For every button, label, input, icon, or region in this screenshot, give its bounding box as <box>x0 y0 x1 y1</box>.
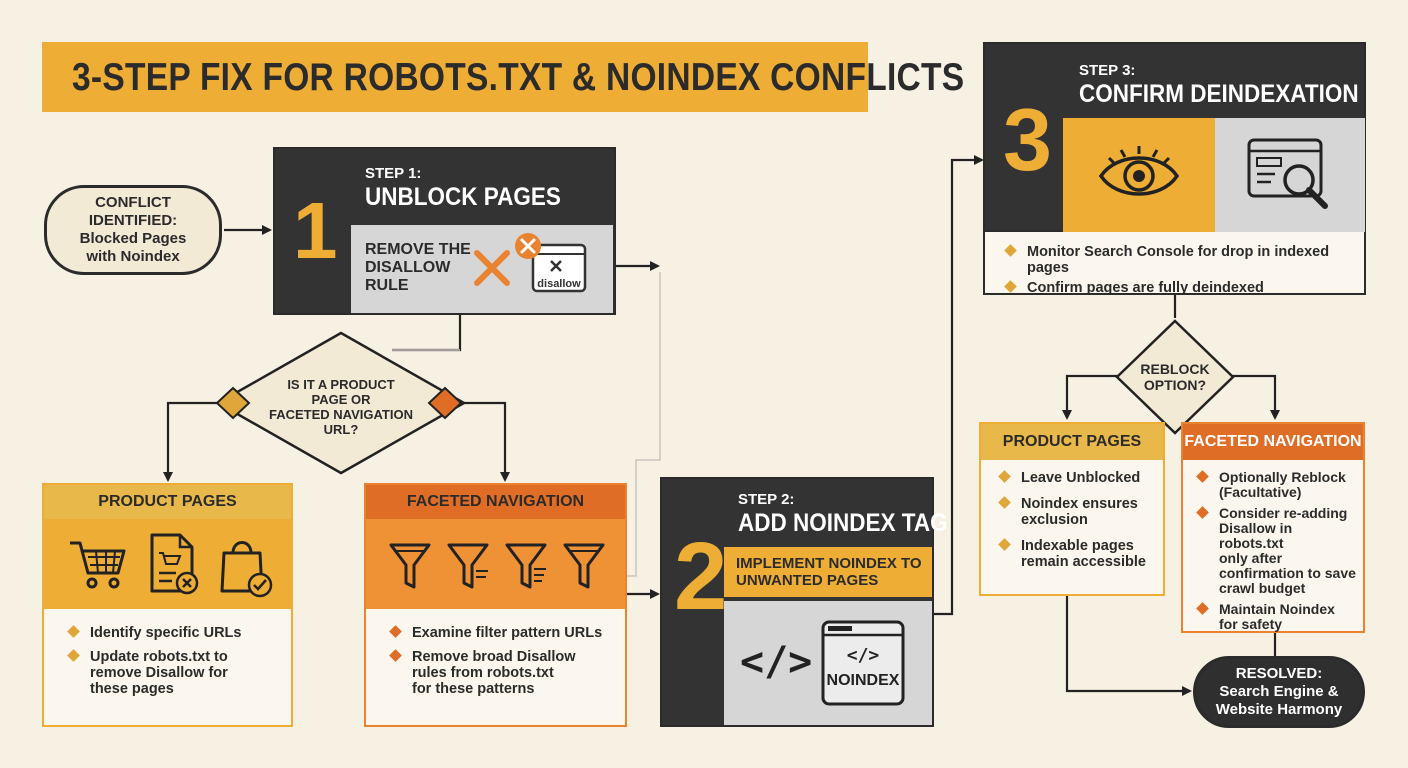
step3-title: CONFIRM DEINDEXATION <box>1079 80 1359 108</box>
step1-action-panel: REMOVE THE DISALLOW RULE disallow <box>351 225 613 313</box>
close-badge-icon <box>515 233 541 259</box>
decision1-diamond <box>215 331 467 475</box>
step1-number: 1 <box>293 186 338 275</box>
arrow-step2-to-step3 <box>934 155 984 616</box>
arrow-decision1-to-faceted <box>462 401 510 482</box>
arrow-decision2-to-faceted <box>1232 374 1280 420</box>
step3-checklist: Monitor Search Console for drop in index… <box>983 232 1366 296</box>
decision2-text: REBLOCK OPTION? <box>1140 361 1210 393</box>
list-item: Leave Unblocked <box>995 470 1157 486</box>
step2-icon-panel: </> </> NOINDEX <box>724 601 932 725</box>
list-item: Remove broad Disallow rules from robots.… <box>386 649 615 697</box>
faceted-nav-header-left: FACETED NAVIGATION <box>366 485 625 519</box>
faceted-nav-list-right: Optionally Reblock (Facultative) Conside… <box>1193 470 1359 632</box>
faceted-nav-card-right: FACETED NAVIGATION Optionally Reblock (F… <box>1181 422 1365 633</box>
step2-number: 2 <box>674 523 728 630</box>
list-item: Monitor Search Console for drop in index… <box>1001 244 1356 276</box>
list-item: Examine filter pattern URLs <box>386 625 615 641</box>
step1-label: STEP 1: <box>365 165 422 182</box>
product-pages-icons-left <box>44 519 291 609</box>
list-item: Consider re-adding Disallow in robots.tx… <box>1193 506 1359 596</box>
noindex-code-glyph: </> <box>847 645 880 666</box>
filter-funnel-icon <box>505 543 547 589</box>
shopping-bag-check-icon <box>220 541 273 598</box>
browser-disallow-icon: disallow <box>531 243 587 293</box>
step2-label: STEP 2: <box>738 491 795 508</box>
product-pages-card-left: PRODUCT PAGES Identify specific URLs Upd… <box>42 483 293 727</box>
list-item: Update robots.txt to remove Disallow for… <box>64 649 281 697</box>
eye-icon <box>1098 146 1180 196</box>
step2-box: 2 STEP 2: ADD NOINDEX TAG IMPLEMENT NOIN… <box>660 477 948 727</box>
step1-box: 1 STEP 1: UNBLOCK PAGES REMOVE THE DISAL… <box>273 147 616 315</box>
list-item: Optionally Reblock (Facultative) <box>1193 470 1359 500</box>
arrow-product-to-end <box>1065 596 1192 696</box>
list-item: Indexable pages remain accessible <box>995 538 1157 570</box>
list-item: Confirm pages are fully deindexed <box>1001 280 1356 296</box>
decision1-text: IS IT A PRODUCT PAGE OR FACETED NAVIGATI… <box>269 377 413 437</box>
step3-list: Monitor Search Console for drop in index… <box>1001 244 1356 296</box>
step3-number: 3 <box>1003 90 1052 189</box>
start-node-conflict: CONFLICT IDENTIFIED: Blocked Pages with … <box>44 185 222 275</box>
browser-noindex-icon: </> NOINDEX <box>821 620 905 706</box>
filter-funnel-icon <box>447 543 489 589</box>
step2-title: ADD NOINDEX TAG <box>738 509 948 537</box>
faceted-nav-card-left: FACETED NAVIGATION Examine filter patter… <box>364 483 627 727</box>
faceted-nav-icons-left <box>366 519 625 609</box>
arrow-decision2-to-product <box>1062 374 1118 420</box>
start-node-text: CONFLICT IDENTIFIED: Blocked Pages with … <box>79 194 187 265</box>
noindex-badge-text: NOINDEX <box>827 672 900 689</box>
step3-search-panel <box>1215 118 1365 232</box>
product-pages-header-right: PRODUCT PAGES <box>981 424 1163 460</box>
title-banner: 3-STEP FIX FOR ROBOTS.TXT & NOINDEX CONF… <box>42 42 964 112</box>
filter-funnel-icon <box>563 543 605 589</box>
disallow-caption: disallow <box>537 278 581 290</box>
x-mark-icon <box>474 250 510 286</box>
page-title: 3-STEP FIX FOR ROBOTS.TXT & NOINDEX CONF… <box>72 56 965 99</box>
list-item: Identify specific URLs <box>64 625 281 641</box>
list-item: Noindex ensures exclusion <box>995 496 1157 528</box>
product-pages-header-left: PRODUCT PAGES <box>44 485 291 519</box>
step2-action-text: IMPLEMENT NOINDEX TO UNWANTED PAGES <box>736 555 922 589</box>
faceted-nav-header-right: FACETED NAVIGATION <box>1183 424 1363 460</box>
document-cart-icon <box>150 533 199 595</box>
step1-title: UNBLOCK PAGES <box>365 183 561 211</box>
browser-search-icon <box>1247 138 1328 209</box>
product-pages-list-right: Leave Unblocked Noindex ensures exclusio… <box>995 470 1157 570</box>
step1-action-text: REMOVE THE DISALLOW RULE <box>365 241 471 294</box>
step3-box: 3 STEP 3: CONFIRM DEINDEXATION <box>983 42 1366 232</box>
decision2-diamond <box>1115 319 1235 435</box>
end-node-text: RESOLVED: Search Engine & Website Harmon… <box>1215 665 1343 718</box>
line-step1-to-faceted-light <box>627 272 661 577</box>
filter-funnel-icon <box>389 543 431 589</box>
code-brackets-icon: </> <box>740 639 813 685</box>
end-node-resolved: RESOLVED: Search Engine & Website Harmon… <box>1193 656 1365 728</box>
product-pages-card-right: PRODUCT PAGES Leave Unblocked Noindex en… <box>979 422 1165 596</box>
faceted-nav-list-left: Examine filter pattern URLs Remove broad… <box>386 625 615 697</box>
step3-label: STEP 3: <box>1079 62 1136 79</box>
shopping-cart-icon <box>70 541 126 589</box>
list-item: Maintain Noindex for safety <box>1193 602 1359 632</box>
step3-eye-panel <box>1063 118 1215 232</box>
product-pages-list-left: Identify specific URLs Update robots.txt… <box>64 625 281 697</box>
step2-action-panel: IMPLEMENT NOINDEX TO UNWANTED PAGES <box>724 547 932 597</box>
arrow-decision1-to-product <box>163 401 218 482</box>
